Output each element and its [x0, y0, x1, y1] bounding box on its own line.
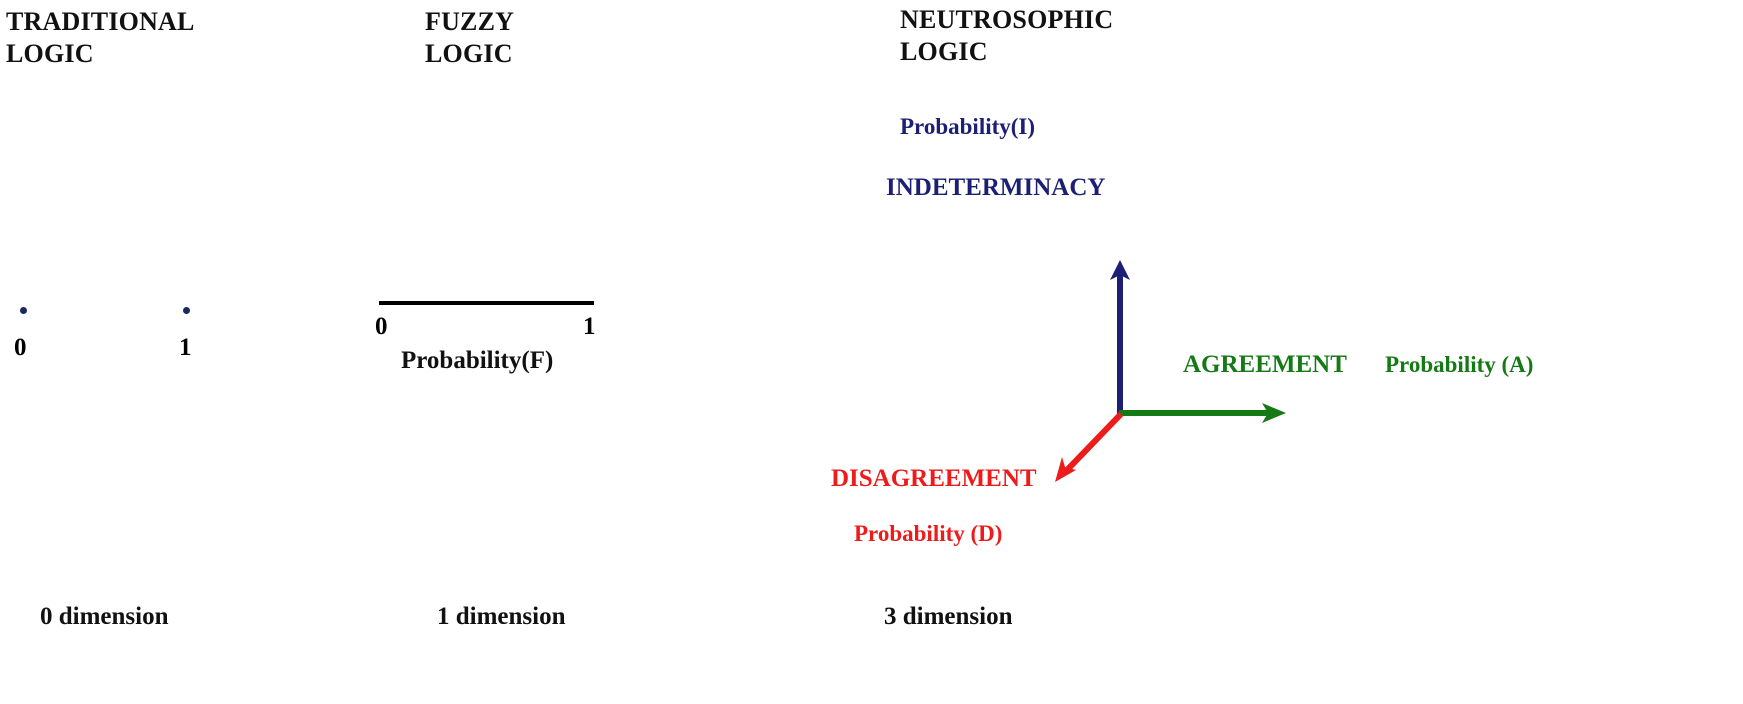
fuzzy-segment-start-label: 0 — [375, 313, 388, 340]
traditional-logic-title: TRADITIONAL LOGIC — [6, 7, 195, 68]
disagreement-probability-label: Probability (D) — [854, 521, 1003, 546]
agreement-axis-label: AGREEMENT — [1183, 351, 1347, 378]
indeterminacy-axis-arrow — [1110, 260, 1130, 414]
disagreement-axis-label: DISAGREEMENT — [831, 465, 1037, 492]
fuzzy-interval-segment — [379, 301, 594, 305]
fuzzy-segment-end-label: 1 — [583, 313, 596, 340]
indeterminacy-axis-label: INDETERMINACY — [886, 174, 1106, 201]
traditional-point-zero-dot — [20, 307, 27, 314]
disagreement-axis-arrow — [1055, 411, 1124, 482]
indeterminacy-probability-label: Probability(I) — [900, 114, 1036, 139]
traditional-dimension-caption: 0 dimension — [40, 603, 169, 630]
fuzzy-logic-title: FUZZY LOGIC — [425, 7, 515, 68]
neutrosophic-dimension-caption: 3 dimension — [884, 603, 1013, 630]
traditional-point-one-label: 1 — [179, 334, 192, 361]
fuzzy-dimension-caption: 1 dimension — [437, 603, 566, 630]
traditional-point-one-dot — [183, 307, 190, 314]
agreement-probability-label: Probability (A) — [1385, 352, 1534, 377]
neutrosophic-axes-diagram — [1055, 260, 1286, 482]
neutrosophic-logic-title: NEUTROSOPHIC LOGIC — [900, 5, 1114, 66]
traditional-point-zero-label: 0 — [14, 334, 27, 361]
agreement-axis-arrow — [1119, 403, 1286, 423]
fuzzy-axis-label: Probability(F) — [401, 347, 554, 374]
